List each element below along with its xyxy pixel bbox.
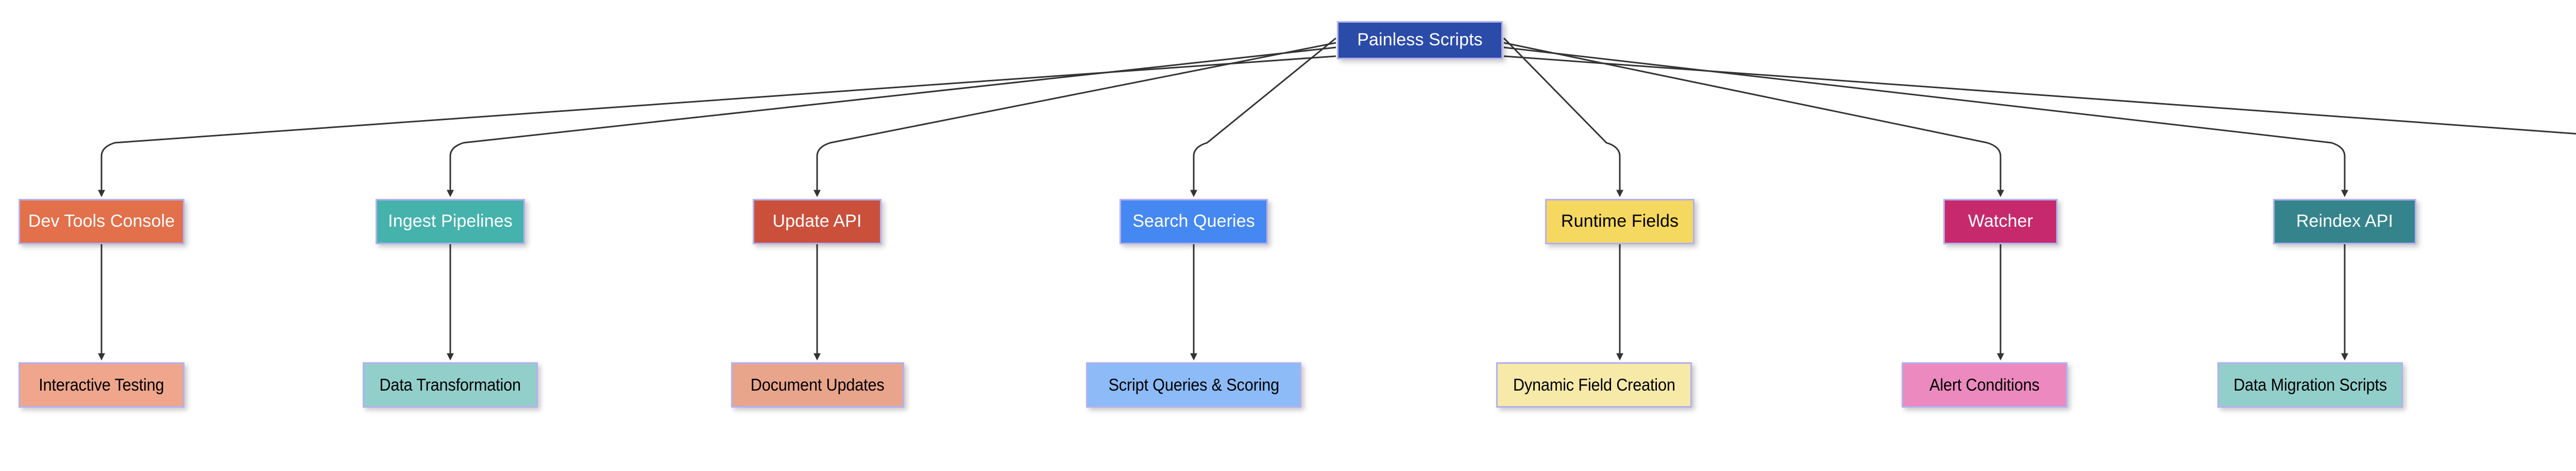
- node-search-queries[interactable]: Search Queries: [1120, 199, 1268, 244]
- node-label-dev-tools-console: Dev Tools Console: [28, 211, 175, 231]
- node-interactive-testing[interactable]: Interactive Testing: [19, 362, 184, 408]
- node-label-dynamic-field-creation: Dynamic Field Creation: [1513, 375, 1675, 394]
- node-label-update-api: Update API: [772, 211, 862, 231]
- edge-root-to-update-api: [814, 42, 1336, 197]
- edge-root-to-ingest-pipelines: [447, 46, 1336, 197]
- edge-root-to-search-queries: [1190, 37, 1336, 197]
- node-painless-scripts[interactable]: Painless Scripts: [1337, 21, 1503, 59]
- edge-root-to-aggregations: [1503, 55, 2576, 135]
- edge-root-to-runtime-fields: [1503, 37, 1623, 197]
- node-label-ingest-pipelines: Ingest Pipelines: [388, 211, 513, 231]
- node-ingest-pipelines[interactable]: Ingest Pipelines: [376, 199, 525, 244]
- node-update-api[interactable]: Update API: [753, 199, 882, 244]
- edge-root-to-watcher: [1503, 42, 2004, 197]
- node-script-queries-scoring[interactable]: Script Queries & Scoring: [1086, 362, 1301, 408]
- node-label-reindex-api: Reindex API: [2296, 211, 2394, 231]
- node-label-alert-conditions: Alert Conditions: [1929, 375, 2040, 394]
- node-label-painless-scripts: Painless Scripts: [1357, 30, 1483, 50]
- node-runtime-fields[interactable]: Runtime Fields: [1545, 199, 1694, 244]
- node-data-migration-scripts[interactable]: Data Migration Scripts: [2217, 362, 2403, 408]
- node-alert-conditions[interactable]: Alert Conditions: [1902, 362, 2067, 408]
- node-label-watcher: Watcher: [1968, 211, 2033, 231]
- node-watcher[interactable]: Watcher: [1943, 199, 2058, 244]
- node-label-data-transformation: Data Transformation: [379, 375, 521, 394]
- node-dev-tools-console[interactable]: Dev Tools Console: [19, 199, 184, 244]
- node-reindex-api[interactable]: Reindex API: [2273, 199, 2416, 244]
- edge-root-to-dev-tools-console: [98, 55, 1336, 197]
- node-label-document-updates: Document Updates: [751, 375, 885, 394]
- node-document-updates[interactable]: Document Updates: [731, 362, 904, 408]
- node-label-data-migration-scripts: Data Migration Scripts: [2233, 375, 2387, 394]
- node-dynamic-field-creation[interactable]: Dynamic Field Creation: [1496, 362, 1692, 408]
- node-label-runtime-fields: Runtime Fields: [1561, 211, 1679, 231]
- node-label-interactive-testing: Interactive Testing: [39, 375, 164, 394]
- edge-root-to-reindex-api: [1503, 46, 2348, 197]
- node-label-script-queries-scoring: Script Queries & Scoring: [1108, 375, 1279, 394]
- node-data-transformation[interactable]: Data Transformation: [363, 362, 538, 408]
- node-label-search-queries: Search Queries: [1132, 211, 1255, 231]
